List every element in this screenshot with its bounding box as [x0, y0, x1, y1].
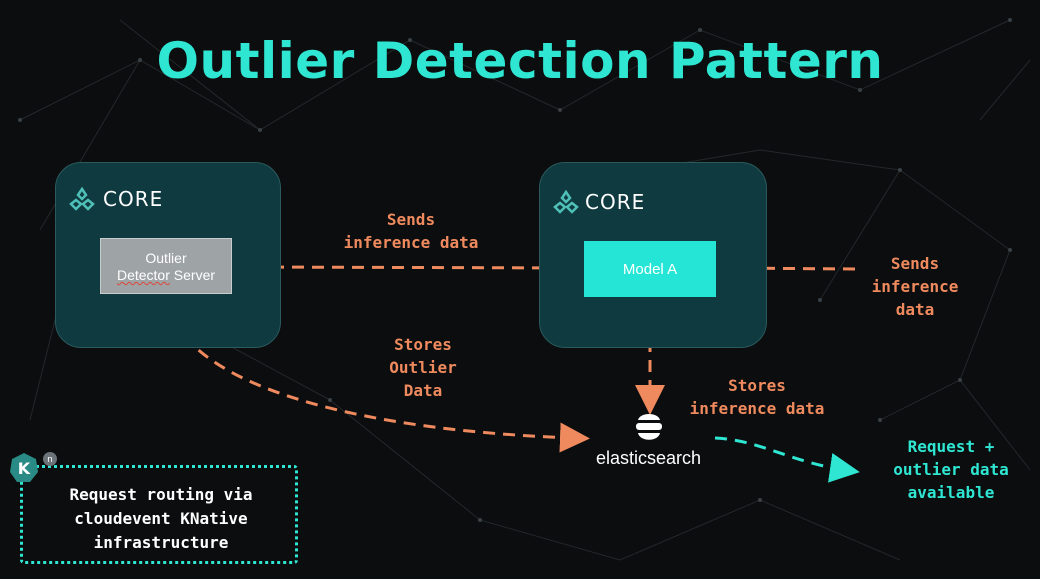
model-a-box: Model A	[584, 241, 716, 297]
detector-word: Detector	[116, 267, 170, 283]
arrow-model-to-detector	[225, 252, 585, 283]
core-label-left: CORE	[103, 187, 164, 211]
outlier-detector-server-box: Outlier Detector Server	[100, 238, 232, 294]
elasticsearch-label: elasticsearch	[596, 448, 702, 468]
label-request-routing: Request routing via cloudevent KNative i…	[69, 485, 253, 552]
arrow-elasticsearch-to-output	[714, 436, 860, 483]
core-logo-icon	[553, 189, 579, 214]
detector-rest: Server	[169, 267, 216, 283]
label-stores-outlier-data: Stores Outlier Data	[389, 335, 457, 400]
knative-superscript: n	[47, 455, 53, 465]
knative-logo-icon: K n	[10, 452, 57, 482]
arrow-detector-to-elasticsearch	[166, 299, 590, 453]
elasticsearch-logo-icon	[636, 414, 662, 440]
label-sends-inference-right: Sends inference data	[871, 254, 959, 319]
detector-line2: Detector Server	[101, 267, 231, 284]
knative-letter: K	[18, 459, 31, 478]
core-logo-icon	[69, 186, 95, 211]
core-label-right: CORE	[585, 190, 646, 214]
label-request-outlier-available: Request + outlier data available	[893, 437, 1009, 502]
routing-note-box	[20, 465, 298, 564]
detector-line1: Outlier	[145, 250, 187, 266]
label-stores-inference-data: Stores inference data	[689, 376, 825, 418]
label-sends-inference-left: Sends inference data	[343, 210, 479, 252]
page-title: Outlier Detection Pattern	[156, 32, 884, 90]
